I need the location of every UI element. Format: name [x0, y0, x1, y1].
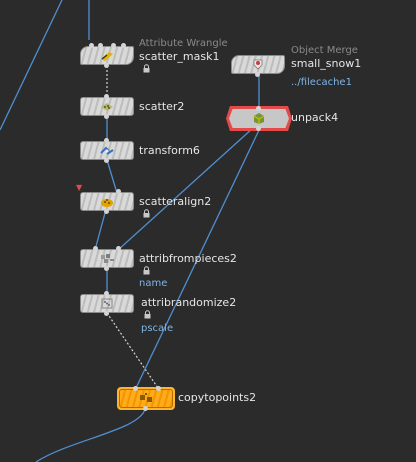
wire-scatteralign2-to-attribfrompieces2[interactable]	[94, 212, 106, 251]
node-attribrandomize2[interactable]	[80, 291, 134, 316]
node-attribfrompieces2[interactable]	[80, 246, 134, 271]
wire-unpack4-to-attribfrompieces2[interactable]	[117, 127, 254, 251]
node-label-unpack4[interactable]: unpack4	[291, 111, 339, 124]
input-port[interactable]	[121, 43, 126, 48]
input-port[interactable]	[89, 43, 94, 48]
node-copytopoints2[interactable]	[117, 386, 175, 411]
node-label-attribrandomize2[interactable]: attribrandomize2	[141, 296, 237, 309]
output-port[interactable]	[256, 126, 261, 131]
node-transform6[interactable]	[80, 138, 134, 163]
object-merge-icon	[250, 58, 266, 71]
node-label-attribfrompieces2[interactable]: attribfrompieces2	[139, 252, 237, 265]
output-port[interactable]	[143, 406, 148, 411]
unpack-icon	[251, 112, 267, 125]
param-value-objpath: ../filecache1	[291, 77, 352, 88]
node-label-small-snow1[interactable]: small_snow1	[291, 57, 362, 70]
node-type-label: Object Merge	[291, 45, 358, 56]
input-port[interactable]	[93, 246, 98, 251]
scatter-align-icon	[99, 195, 115, 208]
wire-copytopoints2-output[interactable]	[35, 408, 146, 462]
attrib-from-pieces-icon	[99, 252, 115, 265]
input-port[interactable]	[104, 138, 109, 143]
node-small-snow1[interactable]	[231, 55, 285, 77]
input-port[interactable]	[98, 43, 103, 48]
param-value-name: name	[139, 278, 168, 289]
output-port[interactable]	[104, 158, 109, 163]
input-port[interactable]	[116, 246, 121, 251]
lock-icon	[143, 209, 150, 218]
param-value-pscale: pscale	[141, 323, 174, 334]
output-port[interactable]	[104, 63, 109, 68]
node-label-scatter-mask1[interactable]: scatter_mask1	[139, 50, 220, 63]
node-type-label: Attribute Wrangle	[139, 38, 228, 49]
transform-icon	[99, 144, 115, 157]
node-scatter2[interactable]	[80, 94, 134, 119]
lock-icon	[144, 310, 151, 319]
output-port[interactable]	[104, 266, 109, 271]
wire-offscreen-left[interactable]	[0, 0, 63, 131]
node-scatter-mask1[interactable]	[80, 43, 134, 68]
display-flag-icon[interactable]: ▼	[76, 183, 83, 192]
node-unpack4[interactable]	[226, 106, 292, 131]
output-port[interactable]	[104, 311, 109, 316]
input-port[interactable]	[256, 106, 261, 111]
input-port[interactable]	[116, 189, 121, 194]
wire-attribrandomize2-to-copytopoints2[interactable]	[106, 312, 159, 389]
node-label-scatter2[interactable]: scatter2	[139, 100, 185, 113]
node-label-copytopoints2[interactable]: copytopoints2	[178, 391, 257, 404]
wire-unpack4-to-copytopoints2[interactable]	[135, 127, 261, 389]
lock-icon	[143, 266, 150, 275]
scatter-icon	[99, 100, 115, 113]
wire-transform6-to-scatteralign2[interactable]	[106, 159, 118, 194]
output-port[interactable]	[255, 72, 260, 77]
attrib-randomize-icon	[99, 297, 115, 310]
copy-to-points-icon	[138, 392, 154, 405]
output-port[interactable]	[104, 114, 109, 119]
node-scatteralign2[interactable]: ▼	[76, 183, 134, 214]
node-label-transform6[interactable]: transform6	[139, 144, 200, 157]
node-label-scatteralign2[interactable]: scatteralign2	[139, 195, 212, 208]
input-port[interactable]	[104, 94, 109, 99]
input-port[interactable]	[133, 386, 138, 391]
input-port[interactable]	[104, 291, 109, 296]
lock-icon	[143, 64, 150, 73]
wrangle-icon	[99, 49, 115, 62]
output-port[interactable]	[104, 209, 109, 214]
input-port[interactable]	[111, 43, 116, 48]
input-port[interactable]	[156, 386, 161, 391]
